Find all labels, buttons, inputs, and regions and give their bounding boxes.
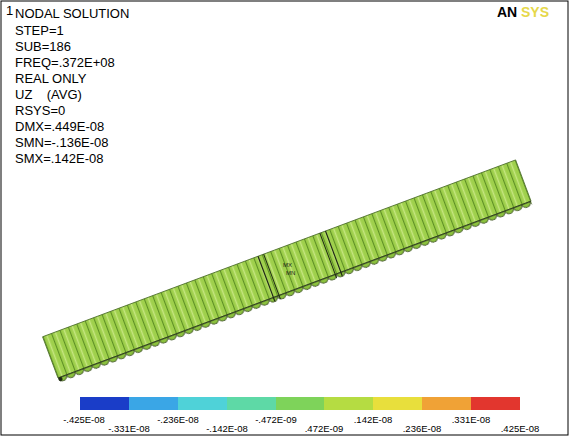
scale-value: -.331E-08: [108, 424, 150, 434]
info-text: NODAL SOLUTION: [15, 7, 129, 20]
scale-value: .236E-08: [403, 424, 442, 434]
info-text: SMX=.142E-08: [15, 152, 104, 165]
info-text: SUB=186: [15, 40, 71, 53]
marker-label: MX: [283, 262, 292, 268]
info-text: REAL ONLY: [15, 72, 87, 85]
scale-value: .472E-09: [305, 424, 344, 434]
info-text: SMN=-.136E-08: [15, 136, 109, 149]
scale-value: .425E-08: [501, 424, 540, 434]
scale-value: -.142E-08: [206, 424, 248, 434]
info-text: RSYS=0: [15, 104, 65, 117]
info-text: FREQ=.372E+08: [15, 56, 115, 69]
beam: [43, 160, 533, 383]
info-text: UZ (AVG): [15, 88, 82, 101]
window-number: 1: [6, 4, 13, 17]
scale-value: -.236E-08: [157, 415, 199, 425]
color-scale: [80, 397, 520, 410]
info-text: DMX=.449E-08: [15, 120, 104, 133]
logo-text: SYS: [521, 5, 549, 19]
scale-value: -.472E-09: [255, 415, 297, 425]
info-text: STEP=1: [15, 24, 64, 37]
scale-value: .142E-08: [354, 415, 393, 425]
scale-value: -.425E-08: [63, 415, 105, 425]
logo-text: AN: [497, 5, 517, 19]
scale-value: .331E-08: [452, 415, 491, 425]
marker-label: MN: [286, 270, 295, 276]
